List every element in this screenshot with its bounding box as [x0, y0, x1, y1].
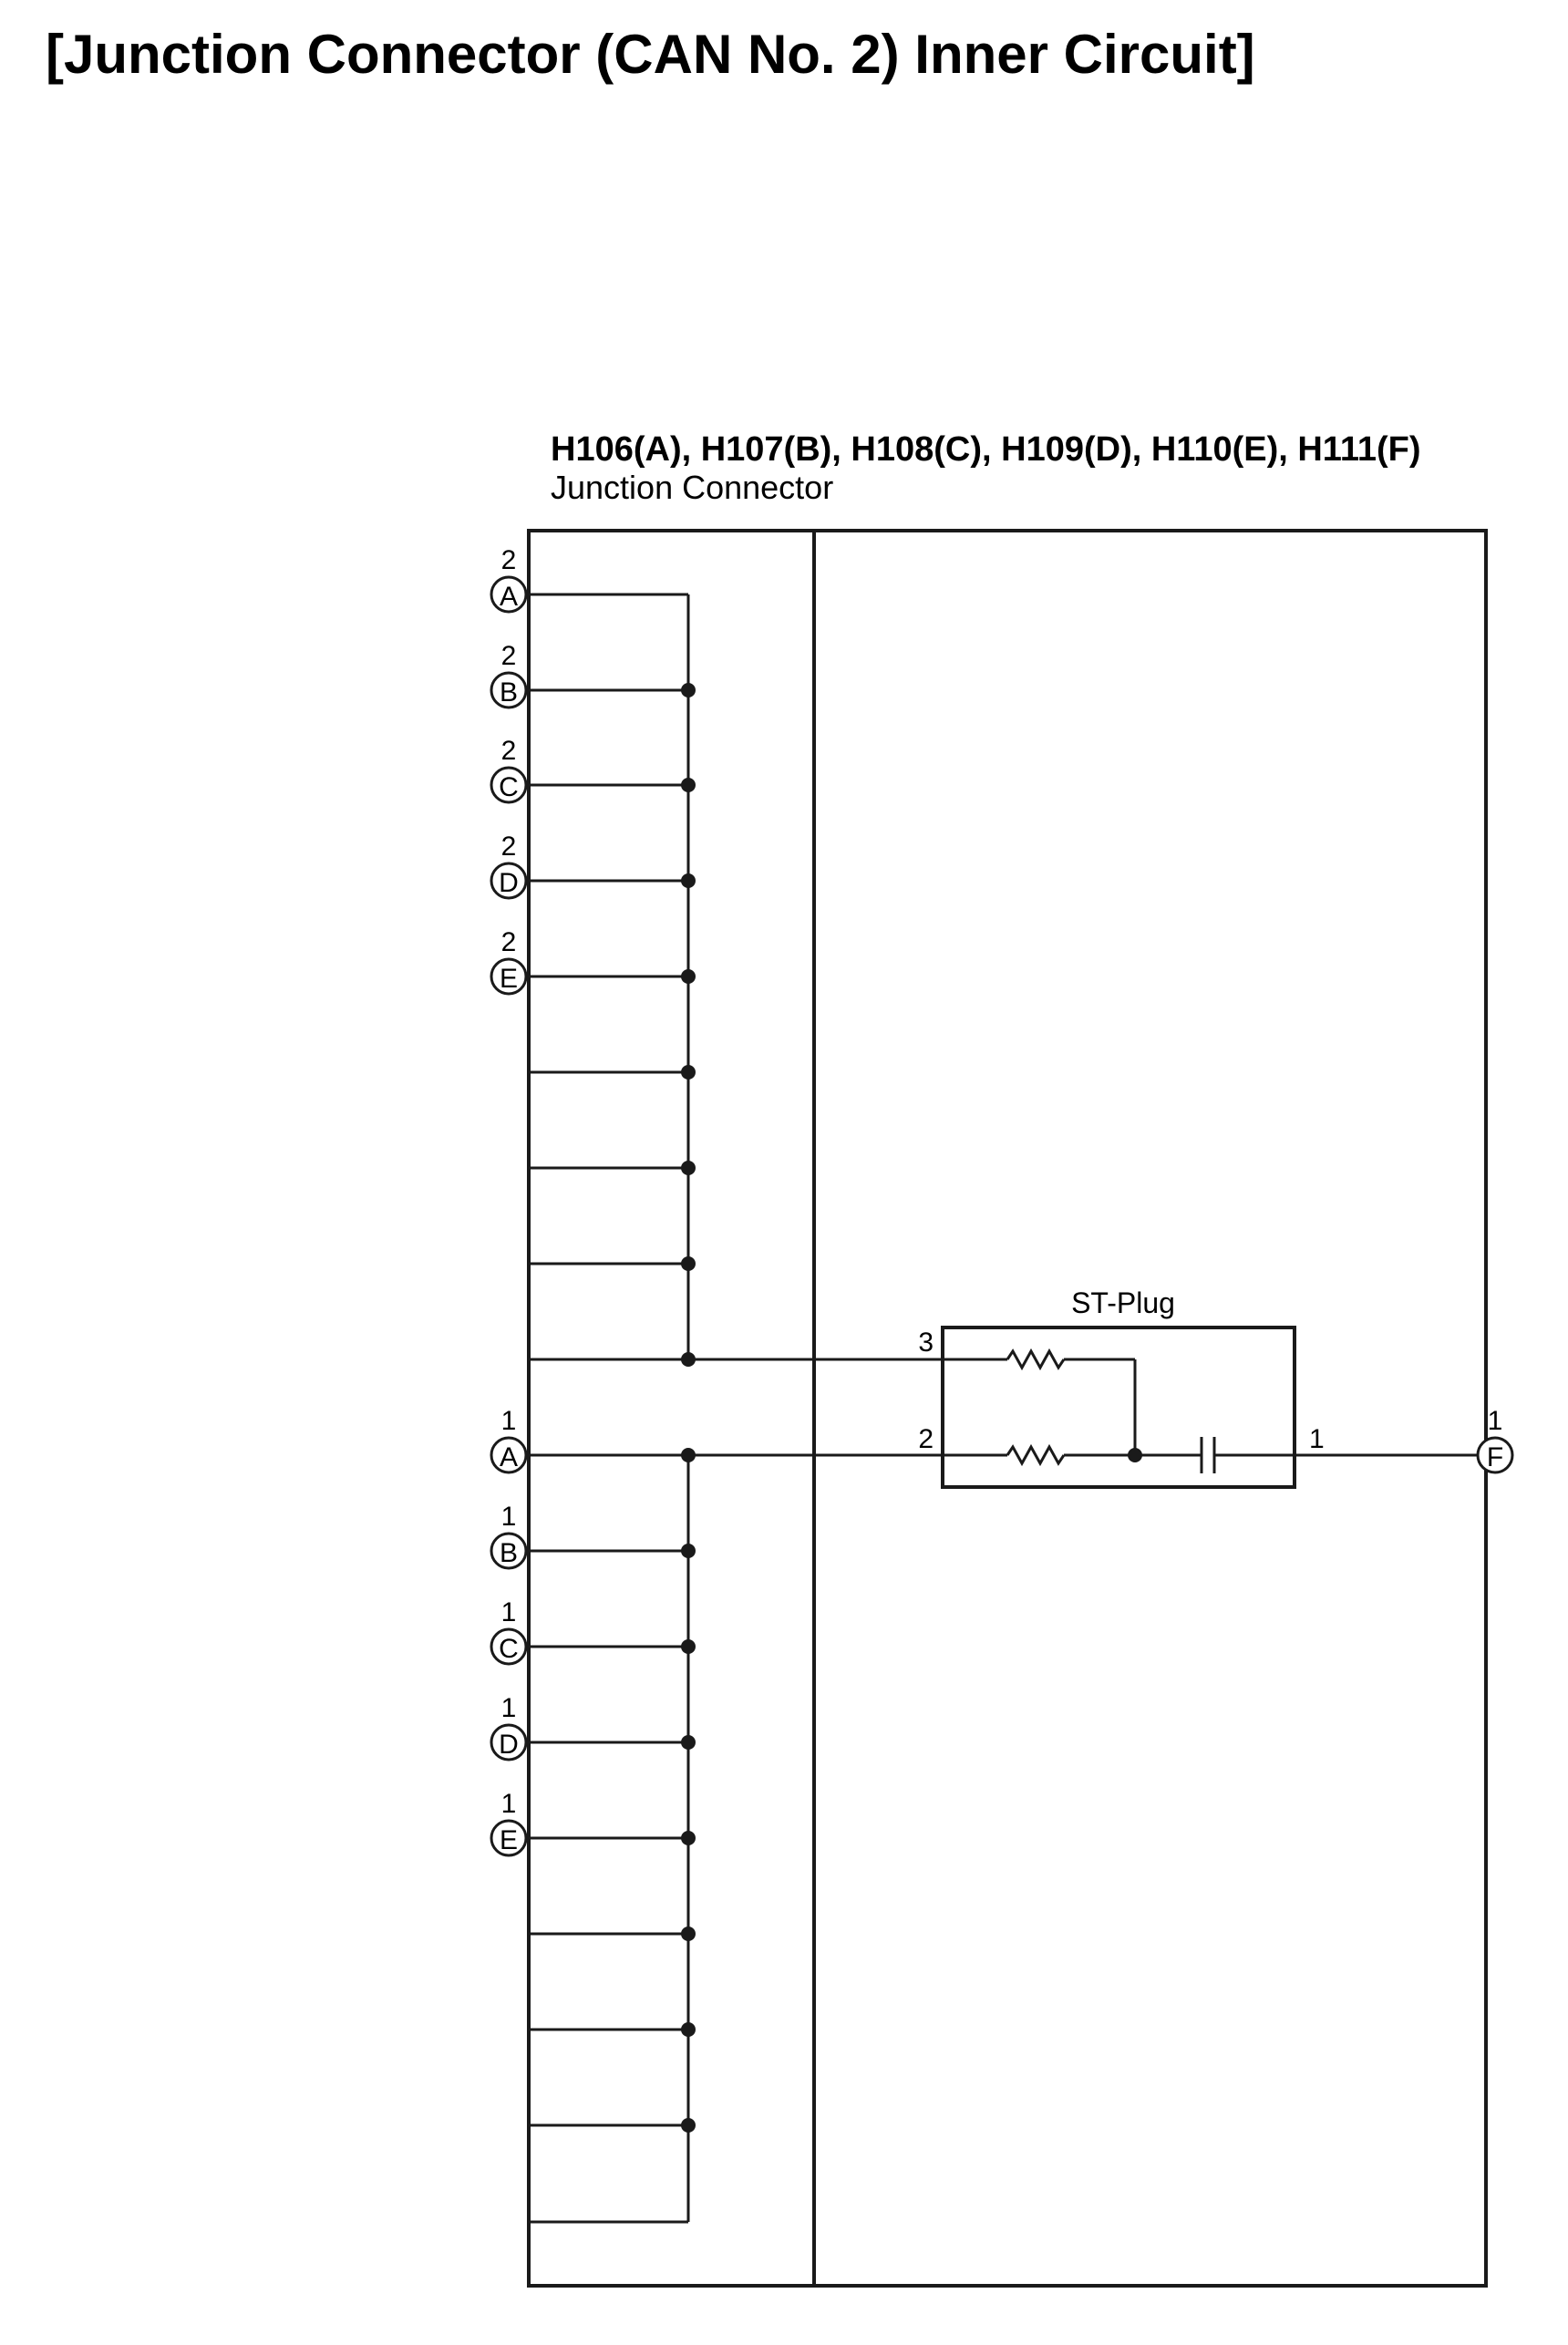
page-title: [Junction Connector (CAN No. 2) Inner Ci…	[46, 24, 1255, 85]
pin-number: 2	[501, 927, 517, 957]
connector-letter: E	[500, 1825, 518, 1855]
st-plug-pin-2: 2	[918, 1424, 934, 1454]
pin-number: 2	[501, 545, 517, 575]
st-plug: ST-Plug 3 2 1	[918, 1286, 1325, 1489]
upper-bus-junctions	[681, 683, 696, 1367]
connector-letter: A	[500, 1442, 518, 1472]
resistor-icon	[1006, 1348, 1066, 1371]
pin-number: 1	[501, 1789, 517, 1819]
connector-terminal-f-pin1: F 1	[1476, 1406, 1514, 1474]
pin-number: 2	[501, 641, 517, 671]
connector-terminal-d-pin1: D 1	[490, 1693, 528, 1761]
connector-terminal-e-pin2: E 2	[490, 927, 528, 996]
component-subtitle: Junction Connector	[551, 469, 833, 506]
pin-number: 2	[501, 832, 517, 862]
connector-terminal-b-pin1: B 1	[490, 1502, 528, 1570]
connector-letter: C	[499, 772, 519, 802]
component-name: H106(A), H107(B), H108(C), H109(D), H110…	[551, 430, 1421, 469]
pin-number: 1	[501, 1693, 517, 1723]
junction-dot	[1128, 1448, 1142, 1462]
connector-letter: F	[1487, 1442, 1503, 1472]
pin-number: 1	[501, 1502, 517, 1532]
connector-terminal-a-pin1: A 1	[490, 1406, 528, 1474]
pin-number: 1	[501, 1597, 517, 1627]
connector-letter: B	[500, 1538, 518, 1568]
pin-number: 1	[501, 1406, 517, 1436]
connector-letter: D	[499, 868, 519, 898]
st-plug-label: ST-Plug	[1071, 1286, 1175, 1319]
connector-letter: A	[500, 582, 518, 612]
connector-terminal-b-pin2: B 2	[490, 641, 528, 709]
connector-letter: C	[499, 1634, 519, 1664]
capacitor-icon	[1200, 1437, 1216, 1473]
upper-bus	[529, 593, 943, 1361]
pin-number: 1	[1488, 1406, 1503, 1436]
connector-terminal-d-pin2: D 2	[490, 832, 528, 900]
lower-bus	[529, 1453, 943, 2224]
connector-letter: E	[500, 964, 518, 994]
connector-terminal-c-pin2: C 2	[490, 736, 528, 804]
connector-terminal-c-pin1: C 1	[490, 1597, 528, 1666]
resistor-icon	[1006, 1443, 1066, 1467]
pin-number: 2	[501, 736, 517, 766]
st-plug-pin-3: 3	[918, 1327, 934, 1358]
lower-bus-junctions	[681, 1448, 696, 2133]
connector-terminal-e-pin1: E 1	[490, 1789, 528, 1857]
connector-terminal-a-pin2: A 2	[490, 545, 528, 614]
connector-letter: D	[499, 1730, 519, 1760]
junction-connector-body	[527, 529, 1488, 2288]
st-plug-pin-1: 1	[1309, 1424, 1325, 1454]
connector-letter: B	[500, 677, 518, 708]
